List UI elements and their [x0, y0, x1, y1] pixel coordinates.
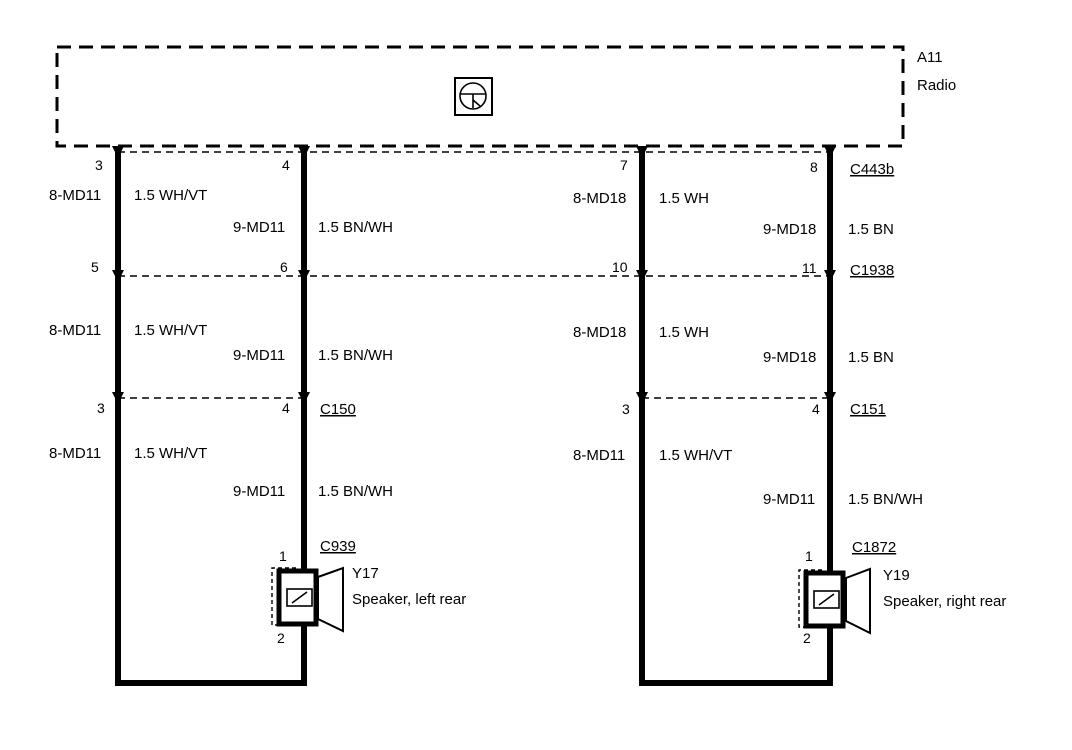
right-inline-pin-b: 11: [802, 260, 817, 276]
inline-connector-label: C1938: [850, 262, 894, 279]
radio-connector-label: C443b: [850, 161, 894, 178]
left-connector-label: C150: [320, 401, 356, 418]
right-seg2-color-a: 1.5 WH: [659, 324, 709, 341]
right-speaker-id: Y19: [883, 567, 910, 584]
left-seg1-color-a: 1.5 WH/VT: [134, 187, 207, 204]
right-seg1-wire-a: 8-MD18: [573, 190, 626, 207]
left-inline-pin-a: 5: [91, 259, 99, 275]
left-speaker-id: Y17: [352, 565, 379, 582]
left-seg3-color-b: 1.5 BN/WH: [318, 483, 393, 500]
left-seg2-wire-b: 9-MD11: [233, 347, 285, 364]
right-speaker-pin-1: 1: [805, 548, 813, 564]
left-inline-pin-b: 6: [280, 259, 288, 275]
right-seg1-wire-b: 9-MD18: [763, 221, 816, 238]
left-radio-pin-b: 4: [282, 157, 290, 173]
left-circuit-wire-b: [115, 147, 307, 686]
right-seg2-wire-a: 8-MD18: [573, 324, 626, 341]
right-inline-pin-a: 10: [612, 259, 628, 275]
radio-module-box: [55, 45, 905, 148]
right-speaker-connector-label: C1872: [852, 539, 896, 556]
module-name: Radio: [917, 77, 956, 94]
left-seg1-wire-b: 9-MD11: [233, 219, 285, 236]
left-seg3-wire-a: 8-MD11: [49, 445, 101, 462]
left-seg2-color-b: 1.5 BN/WH: [318, 347, 393, 364]
right-speaker-pin-2: 2: [803, 630, 811, 646]
left-speaker-pin-2: 2: [277, 630, 285, 646]
left-radio-pin-a: 3: [95, 157, 103, 173]
left-seg1-color-b: 1.5 BN/WH: [318, 219, 393, 236]
right-seg3-color-b: 1.5 BN/WH: [848, 491, 923, 508]
right-seg2-wire-b: 9-MD18: [763, 349, 816, 366]
right-speaker-name: Speaker, right rear: [883, 593, 1006, 610]
right-seg2-color-b: 1.5 BN: [848, 349, 894, 366]
left-speaker-pin-1: 1: [279, 548, 287, 564]
left-seg2-color-a: 1.5 WH/VT: [134, 322, 207, 339]
left-lower-pin-b: 4: [282, 400, 290, 416]
right-seg3-wire-b: 9-MD11: [763, 491, 815, 508]
left-speaker-connector-label: C939: [320, 538, 356, 555]
right-speaker-icon: [798, 567, 871, 635]
left-seg2-wire-a: 8-MD11: [49, 322, 101, 339]
right-radio-pin-a: 7: [620, 157, 628, 173]
left-seg3-wire-b: 9-MD11: [233, 483, 285, 500]
right-seg3-color-a: 1.5 WH/VT: [659, 447, 732, 464]
left-seg1-wire-a: 8-MD11: [49, 187, 101, 204]
right-lower-pin-a: 3: [622, 401, 630, 417]
terminal-marks: [112, 146, 836, 404]
left-seg3-color-a: 1.5 WH/VT: [134, 445, 207, 462]
right-circuit-wire-b: [639, 147, 833, 686]
radio-symbol-icon: [454, 77, 493, 116]
right-connector-label: C151: [850, 401, 886, 418]
right-lower-pin-b: 4: [812, 401, 820, 417]
module-id: A11: [917, 49, 943, 66]
right-radio-pin-b: 8: [810, 159, 818, 175]
left-speaker-icon: [271, 566, 344, 633]
right-seg1-color-a: 1.5 WH: [659, 190, 709, 207]
left-speaker-name: Speaker, left rear: [352, 591, 466, 608]
right-seg1-color-b: 1.5 BN: [848, 221, 894, 238]
left-lower-pin-a: 3: [97, 400, 105, 416]
right-seg3-wire-a: 8-MD11: [573, 447, 625, 464]
